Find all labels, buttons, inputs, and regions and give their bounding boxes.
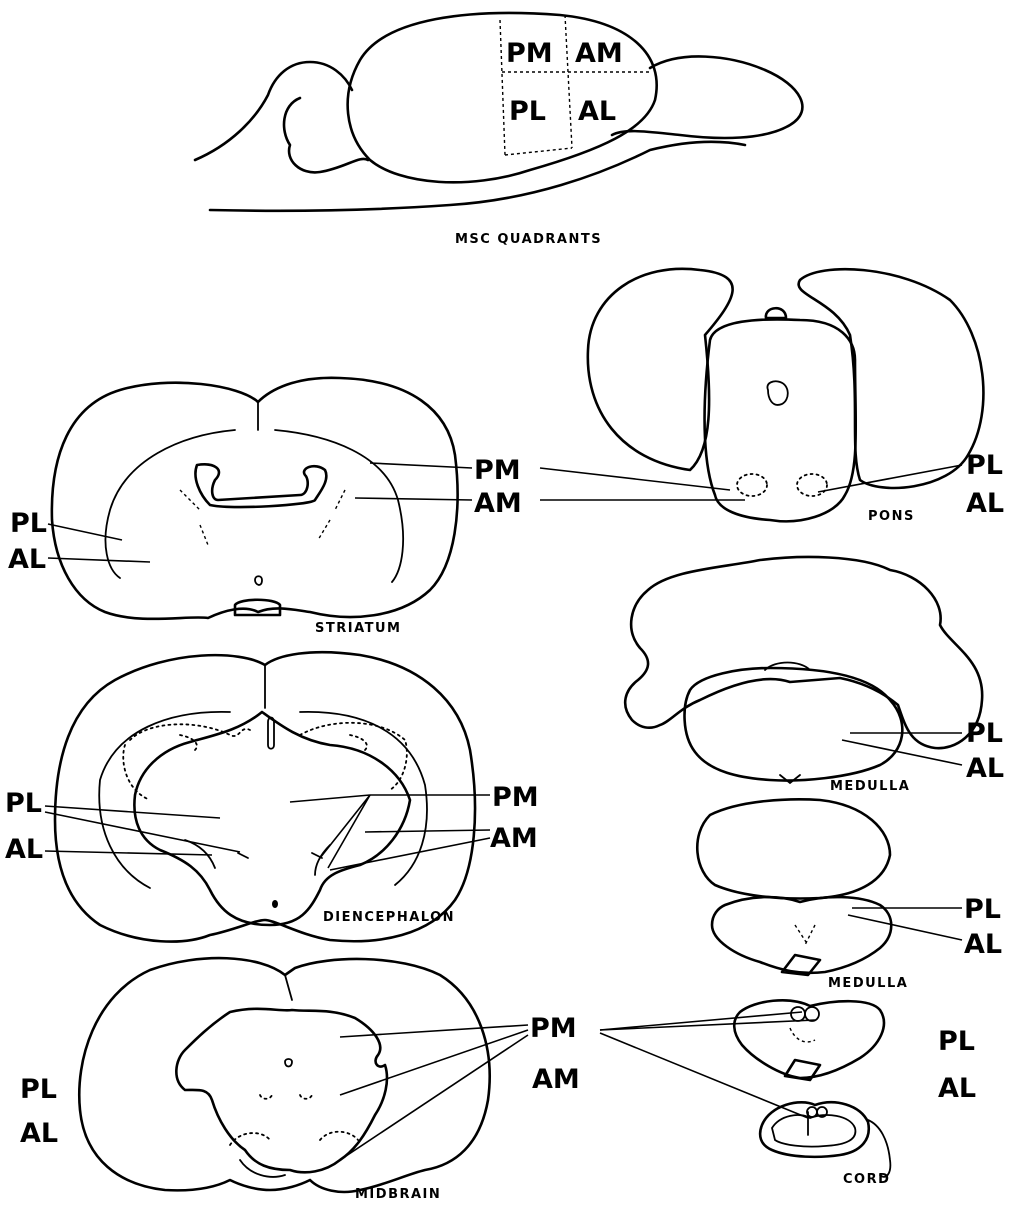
striatum-left-cortex-inner [105,430,235,578]
label-pm-striatum-pons: PM [474,455,521,486]
medulla-upper-cerebellum-outline [625,557,982,748]
label-al-quadrant: AL [578,96,616,127]
cord-lower-outline [760,1102,869,1157]
label-pl-midbrain: PL [20,1074,57,1105]
caption-pons: PONS [868,509,915,524]
caption-striatum: STRIATUM [315,621,402,636]
label-pl-pons: PL [966,450,1003,481]
label-pl-striatum: PL [10,508,47,539]
label-pl-medulla-upper: PL [966,718,1003,749]
medulla-lower-cerebellum-outline [697,799,890,898]
pons-fourth-ventricle [767,381,787,405]
medulla-upper-brainstem-outline [685,668,903,780]
label-pl-quadrant: PL [509,96,546,127]
caption-medulla-lower: MEDULLA [828,976,908,991]
caption-diencephalon: DIENCEPHALON [323,910,455,925]
label-pl-diencephalon: PL [5,788,42,819]
label-pm-quadrant: PM [506,38,553,69]
caption-msc-quadrants: MSC QUADRANTS [455,232,602,247]
label-al-cord: AL [938,1073,976,1104]
label-al-midbrain: AL [20,1118,58,1149]
cord-sections: CORD [734,1000,890,1187]
label-am-quadrant: AM [575,38,623,69]
label-am-midbrain: AM [532,1064,580,1095]
pons-brainstem-outline [705,319,856,521]
striatum-lateral-ventricles [195,464,326,507]
olfactory-bulb-outline [612,56,802,138]
caption-medulla-upper: MEDULLA [830,779,910,794]
label-pm-midbrain: PM [530,1013,577,1044]
label-al-medulla-upper: AL [966,753,1004,784]
pons-section: PONS [588,269,984,524]
midbrain-tectum-tegmentum-outline [176,1009,387,1173]
region-labels: PM AM PL AL PL AL PL AL PM AM PL AL PL A… [5,450,1004,1149]
pons-left-cerebellar-lobe [588,269,733,470]
label-pl-medulla-lower: PL [964,894,1001,925]
pons-vermis-knob [766,308,786,318]
label-al-medulla-lower: AL [964,929,1002,960]
diencephalon-section: DIENCEPHALON [55,652,475,941]
midbrain-section: MIDBRAIN [79,958,489,1202]
caption-midbrain: MIDBRAIN [355,1187,441,1202]
label-am-diencephalon: AM [490,823,538,854]
brainstem-outline [195,62,352,160]
cord-upper-outline [734,1000,884,1078]
medulla-lower-section: MEDULLA [697,799,908,991]
label-am-striatum-pons: AM [474,488,522,519]
label-al-pons: AL [966,488,1004,519]
label-al-striatum: AL [8,544,46,575]
label-pm-diencephalon: PM [492,782,539,813]
caption-cord: CORD [843,1172,890,1187]
lateral-brain-view: PM AM PL AL MSC QUADRANTS [195,13,802,247]
pons-right-cerebellar-lobe [799,269,984,488]
diencephalon-thalamus-outline [134,712,410,925]
ventral-surface-outline [210,142,745,211]
cerebellum-outline [284,98,368,172]
striatum-section: STRIATUM [52,378,458,636]
midbrain-midline [285,975,292,1000]
label-pl-cord: PL [938,1026,975,1057]
diencephalon-left-cortex-inner [99,712,230,888]
label-al-diencephalon: AL [5,834,43,865]
midbrain-outline [79,958,489,1192]
striatum-right-cortex-inner [275,430,403,582]
